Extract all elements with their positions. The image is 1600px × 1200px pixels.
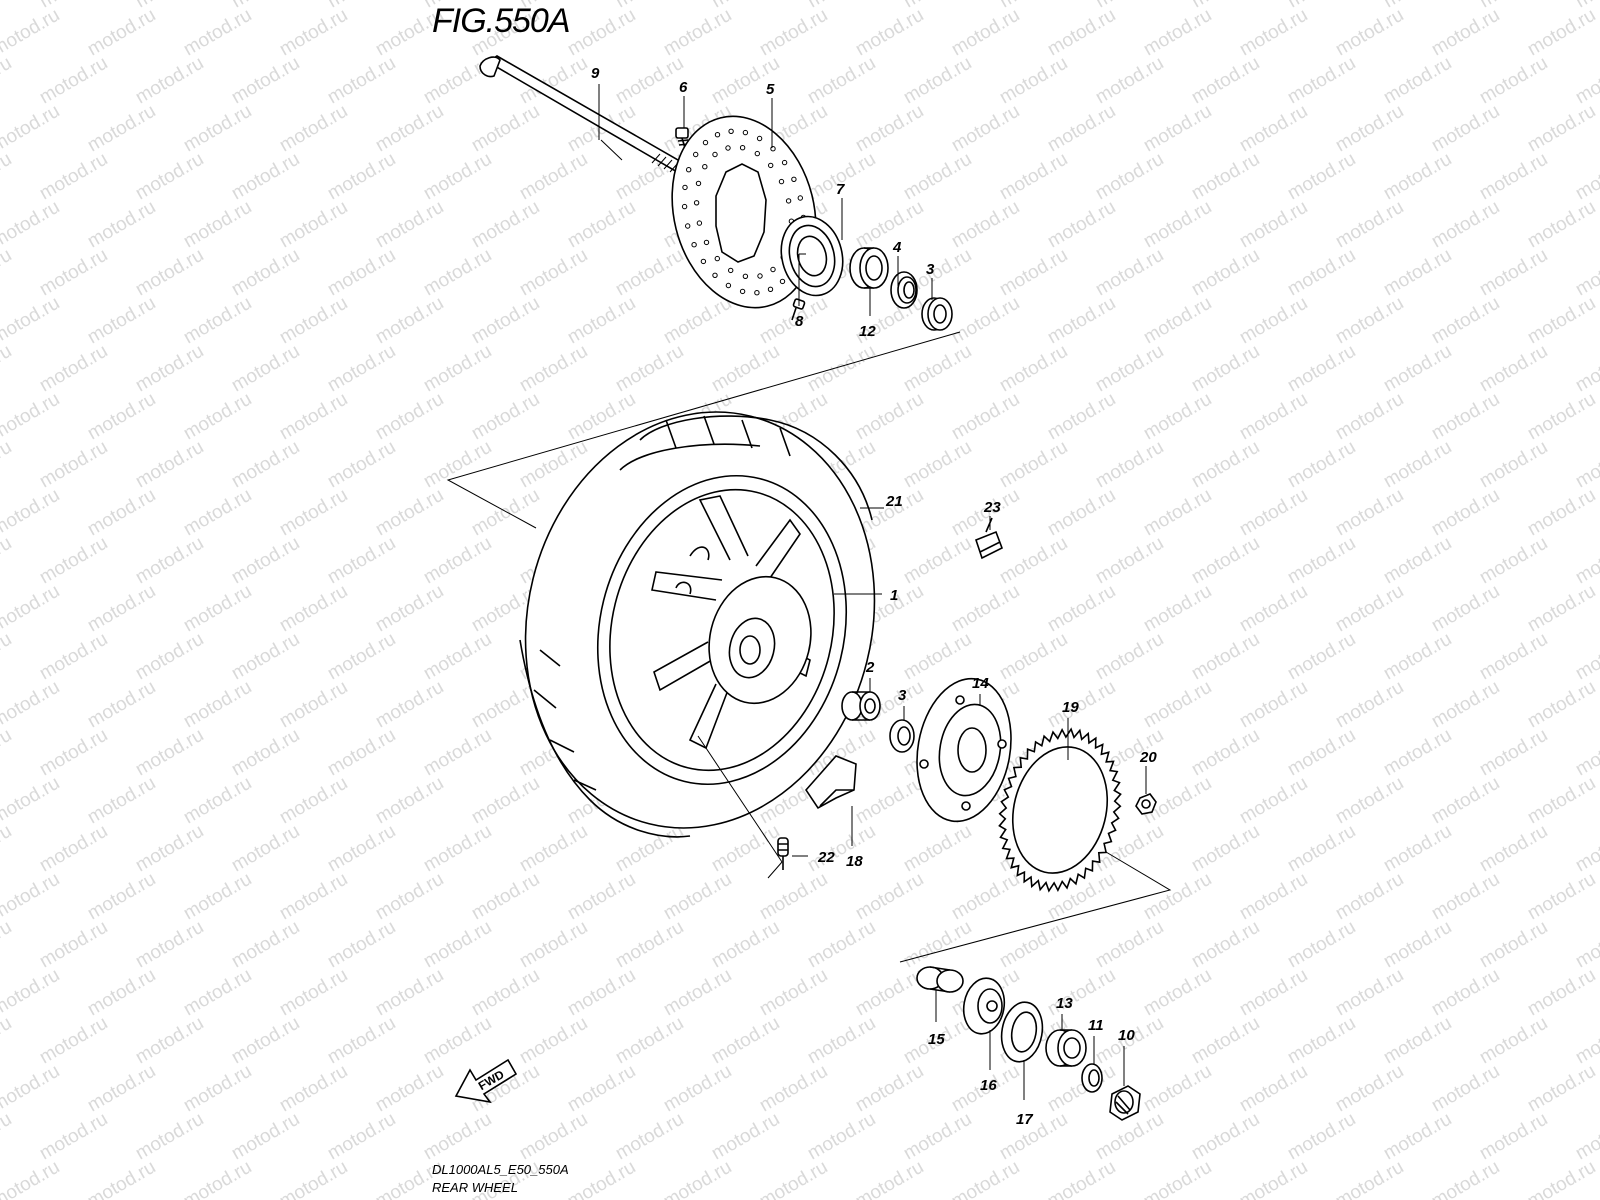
- callout-13: 13: [1056, 995, 1073, 1012]
- footer-diagram-code: DL1000AL5_E50_550A: [432, 1162, 569, 1177]
- part-washer[interactable]: [1081, 1063, 1103, 1093]
- disc-hole: [695, 180, 702, 187]
- disc-hole: [728, 128, 734, 135]
- callout-17: 17: [1016, 1111, 1033, 1128]
- connector-line-sprocket: [899, 851, 1172, 963]
- disc-hole: [791, 176, 797, 183]
- disc-hole: [785, 198, 792, 204]
- footer-diagram-name: REAR WHEEL: [432, 1180, 518, 1195]
- callout-10: 10: [1118, 1027, 1135, 1044]
- disc-hole: [742, 273, 749, 279]
- disc-hole: [691, 242, 697, 248]
- callout-20: 20: [1139, 749, 1157, 766]
- disc-hole: [781, 159, 788, 166]
- part-spacer-left[interactable]: [849, 247, 889, 289]
- disc-hole: [712, 151, 718, 158]
- part-oil-seal[interactable]: [890, 271, 918, 309]
- callout-1: 1: [890, 587, 898, 604]
- disc-hole: [739, 145, 746, 151]
- figure-title: FIG.550A: [432, 2, 571, 40]
- disc-hole: [770, 146, 776, 152]
- disc-hole: [714, 132, 721, 138]
- disc-hole: [696, 220, 703, 226]
- disc-hole: [754, 290, 760, 296]
- disc-hole: [682, 184, 688, 191]
- disc-hole: [768, 162, 774, 169]
- disc-hole: [728, 267, 734, 274]
- part-cush-damper[interactable]: [804, 755, 857, 810]
- disc-hole: [725, 145, 731, 151]
- callout-labels: 9 6 5 7 4 3 12 8 21 23 1 2 3 14 19 20 18…: [591, 65, 1157, 1128]
- callout-15: 15: [928, 1031, 945, 1048]
- callout-12: 12: [859, 323, 876, 340]
- disc-hole: [770, 266, 776, 273]
- part-axle-nut[interactable]: [1109, 1085, 1141, 1121]
- disc-hole: [703, 239, 710, 246]
- disc-hole: [681, 203, 688, 210]
- disc-hole: [700, 258, 707, 265]
- callout-7: 7: [836, 181, 845, 198]
- disc-hole: [685, 223, 691, 229]
- disc-hole: [779, 278, 786, 285]
- disc-hole: [757, 273, 763, 279]
- part-sprocket-nut[interactable]: [1135, 793, 1157, 815]
- callout-19: 19: [1062, 699, 1079, 716]
- disc-hole: [702, 164, 708, 170]
- callout-11: 11: [1088, 1017, 1104, 1034]
- callout-14: 14: [972, 675, 989, 692]
- callout-6: 6: [679, 79, 688, 96]
- callout-16: 16: [980, 1077, 997, 1094]
- disc-hole: [797, 195, 803, 201]
- part-brake-disc[interactable]: [653, 101, 836, 323]
- callout-3a: 3: [926, 261, 935, 278]
- forward-direction-arrow: FWD: [454, 1058, 518, 1104]
- callout-3b: 3: [898, 687, 907, 704]
- part-abs-tone-ring[interactable]: [773, 210, 851, 302]
- leader-lines: [598, 84, 1147, 1100]
- disc-hole: [686, 167, 692, 173]
- part-spacer-right[interactable]: [1045, 1029, 1087, 1067]
- callout-22: 22: [817, 849, 835, 866]
- callout-5: 5: [766, 81, 775, 98]
- part-spacer-center[interactable]: [841, 691, 881, 721]
- disc-hole: [739, 288, 746, 295]
- disc-hole: [754, 150, 760, 157]
- part-balance-weight[interactable]: [975, 517, 1004, 560]
- part-oil-seal-sprocket[interactable]: [997, 999, 1047, 1065]
- disc-hole: [712, 272, 718, 278]
- callout-8: 8: [795, 313, 804, 330]
- disc-hole: [714, 255, 720, 262]
- disc-hole: [702, 139, 709, 146]
- part-bearing-sprocket[interactable]: [959, 975, 1008, 1037]
- part-collar[interactable]: [916, 966, 964, 993]
- part-tire-valve[interactable]: [777, 837, 789, 870]
- disc-hole: [693, 151, 699, 158]
- disc-hole: [742, 129, 749, 136]
- callout-21: 21: [885, 493, 903, 510]
- part-rear-sprocket[interactable]: [998, 727, 1122, 893]
- disc-hole: [725, 282, 732, 289]
- connector-line-top: [446, 331, 961, 529]
- connector-line-valve: [697, 735, 783, 879]
- part-bearing-center[interactable]: [889, 719, 915, 753]
- disc-hole: [693, 200, 700, 206]
- callout-2: 2: [865, 659, 875, 676]
- disc-hole: [756, 135, 763, 142]
- callout-9: 9: [591, 65, 600, 82]
- disc-hole: [778, 178, 785, 185]
- part-axle[interactable]: [479, 55, 694, 178]
- part-bearing-left[interactable]: [921, 297, 953, 331]
- callout-18: 18: [846, 853, 863, 870]
- part-rear-wheel-rim[interactable]: [566, 449, 878, 811]
- disc-hole: [767, 286, 774, 292]
- part-sprocket-drum[interactable]: [906, 671, 1022, 829]
- callout-4: 4: [892, 239, 902, 256]
- callout-23: 23: [983, 499, 1001, 516]
